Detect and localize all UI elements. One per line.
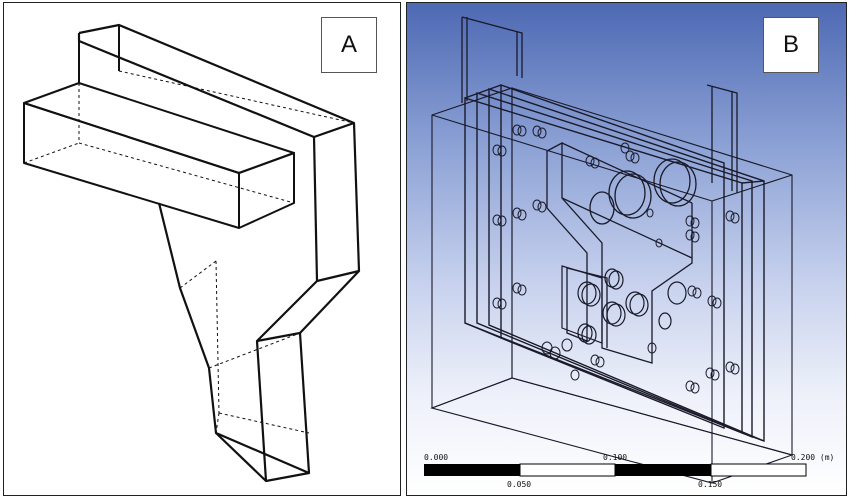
- panel-b: B 0.000 0.100 0.200 (m) 0.050 0.150: [406, 2, 847, 496]
- scale-tick-100: 0.100: [603, 453, 628, 462]
- scale-tick-0: 0.000: [424, 453, 449, 462]
- panel-b-label: B: [763, 17, 819, 73]
- panel-a-label: A: [321, 17, 377, 73]
- scale-bar: [424, 463, 807, 477]
- channel-wireframe-drawing: [23, 23, 361, 483]
- assembly-wireframe-drawing: [424, 16, 807, 484]
- scale-tick-200: 0.200 (m): [791, 453, 835, 462]
- panel-a: A: [3, 2, 401, 496]
- scale-tick-050: 0.050: [507, 480, 532, 489]
- scale-tick-150: 0.150: [698, 480, 723, 489]
